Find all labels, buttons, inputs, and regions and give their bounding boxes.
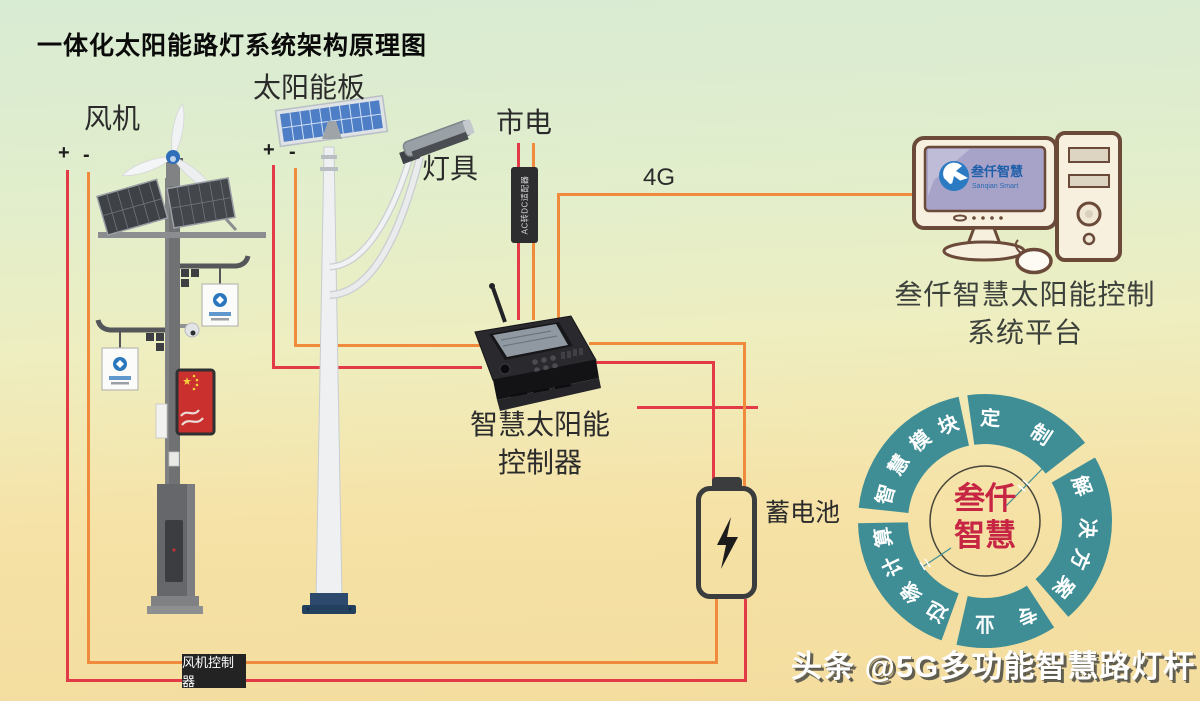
- monitor-logo-subtitle: Sanqian Smart: [972, 183, 1018, 190]
- pole-side-box: [155, 403, 168, 439]
- acdc-converter-label: AC转DC适配器: [520, 175, 529, 235]
- wire-solar-positive: [272, 165, 275, 369]
- solar-panel-label: 太阳能板: [253, 72, 366, 103]
- battery-label: 蓄电池: [765, 499, 841, 527]
- ring-deco-line: [1005, 465, 1046, 507]
- ring-segment: [967, 394, 1086, 474]
- street-light-pole: [315, 146, 343, 601]
- wire-mains-red-top: [517, 143, 520, 169]
- controller-antenna: [491, 287, 507, 323]
- wire-battery-bottom-org: [715, 599, 718, 663]
- wire-solar-positive-h: [272, 366, 482, 369]
- controller-label-line2: 控制器: [497, 446, 582, 478]
- page-title: 一体化太阳能路灯系统架构原理图: [37, 32, 428, 60]
- computer-monitor: 叁仟智慧 Sanqian Smart: [912, 136, 1058, 230]
- wire-wind-positive: [66, 170, 69, 681]
- wire-cross-red: [637, 406, 758, 409]
- computer-tower: [1055, 131, 1122, 262]
- battery-terminal: [712, 477, 742, 488]
- wire-bottom-orange: [87, 661, 718, 664]
- wind-plus-label: +: [58, 142, 70, 164]
- monitor-logo-name: 叁仟智慧: [970, 164, 1023, 179]
- street-light-arm: [329, 150, 415, 270]
- battery-icon: [696, 486, 757, 599]
- ring-center-text-line2: 智慧: [954, 518, 1016, 553]
- wind-minus-label: -: [83, 144, 90, 166]
- controller-buttons: [532, 355, 558, 373]
- wire-wind-negative: [87, 172, 90, 663]
- wire-ctrl-battery-org-h: [589, 342, 746, 345]
- platform-label-line1: 叁仟智慧太阳能控制: [894, 279, 1156, 310]
- wire-4g-vertical: [557, 195, 560, 328]
- pole-solar-array: [96, 176, 266, 238]
- platform-label-line2: 系统平台: [966, 316, 1083, 348]
- sanqian-logo-icon: [939, 161, 969, 191]
- solar-street-light-illustration: [274, 94, 475, 614]
- pole-tag: [168, 451, 180, 467]
- controller-device: [474, 283, 601, 411]
- wire-4g-horizontal: [557, 193, 925, 196]
- wire-mains-red-bottom: [517, 240, 520, 320]
- wire-ctrl-battery-red-v: [712, 361, 715, 487]
- acdc-converter-device: AC转DC适配器: [511, 167, 538, 243]
- lightning-bolt-icon: [716, 516, 738, 569]
- ring-segment-char: 业: [975, 612, 995, 635]
- wire-mains-org-bottom: [532, 240, 535, 320]
- platform-label: 叁仟智慧太阳能控制 系统平台: [870, 276, 1180, 352]
- 4g-label: 4G: [643, 164, 676, 191]
- ring-segment: [858, 396, 969, 513]
- mains-power-label: 市电: [496, 107, 553, 138]
- ring-center-text-line1: 叁仟: [954, 481, 1016, 516]
- lamp-head-icon: [399, 119, 475, 165]
- flag-display-screen: [175, 368, 216, 436]
- ring-segment-char: 定: [980, 406, 1001, 431]
- solar-plus-label: +: [263, 139, 275, 161]
- wind-turbine-label: 风机: [84, 103, 141, 134]
- wind-controller-box: 风机控制器: [182, 654, 246, 689]
- ring-segment: [1035, 457, 1112, 617]
- pole-cabinet: [157, 484, 195, 600]
- pole-base: [151, 596, 199, 608]
- ring-deco-line: [905, 547, 952, 579]
- wind-controller-label: 风机控制器: [182, 655, 235, 689]
- smart-pole-illustration: [95, 102, 266, 614]
- lantern-arm-left: [95, 319, 165, 391]
- cctv-camera-icon: [180, 322, 200, 338]
- ring-segment-char: 算: [870, 525, 897, 549]
- controller-label: 智慧太阳能 控制器: [430, 406, 650, 482]
- street-light-base: [302, 593, 356, 614]
- lamp-label: 灯具: [422, 153, 479, 184]
- wire-mains-org-top: [532, 143, 535, 169]
- desktop-computer-icon: 叁仟智慧 Sanqian Smart: [912, 131, 1122, 275]
- wire-battery-bottom-red: [744, 599, 747, 682]
- solar-minus-label: -: [289, 141, 296, 163]
- wire-ctrl-battery-org-v: [743, 342, 746, 487]
- ring-segment-char: 决: [1075, 517, 1099, 540]
- ring-segment: [858, 522, 959, 641]
- computer-mouse: [1015, 247, 1053, 275]
- wire-solar-negative: [294, 168, 297, 346]
- wire-solar-negative-h: [294, 344, 484, 347]
- ring-center-circle: [929, 465, 1041, 577]
- lantern-arm-right: [180, 255, 251, 327]
- controller-label-line1: 智慧太阳能: [469, 409, 610, 440]
- watermark: 头条 @5G多功能智慧路灯杆: [791, 649, 1196, 684]
- wire-bottom-red: [66, 679, 747, 682]
- ring-segment: [956, 585, 1055, 648]
- wire-ctrl-battery-red-h: [589, 361, 715, 364]
